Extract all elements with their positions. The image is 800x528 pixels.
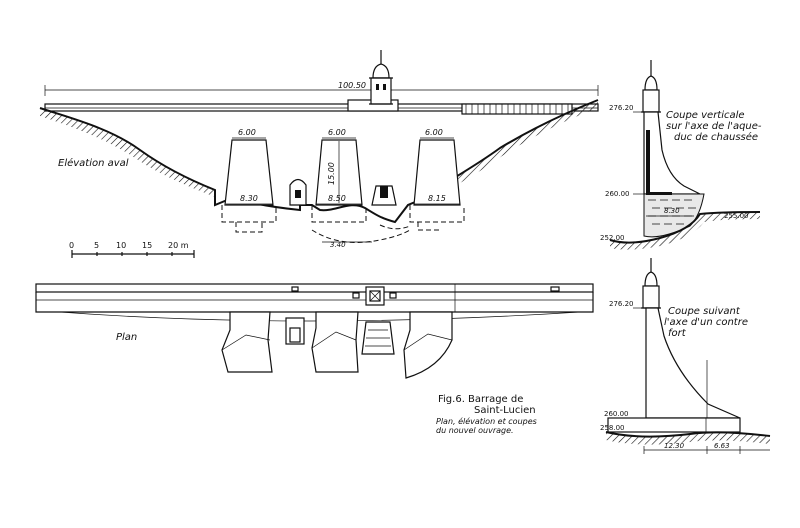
section-top-level-top: 276.20	[609, 104, 634, 112]
scale-bar: 0 5 10 15 20 m	[69, 241, 195, 258]
elevation-title: Elévation aval	[58, 157, 129, 169]
plan-title: Plan	[116, 332, 137, 343]
caption-line-4: du nouvel ouvrage.	[436, 426, 514, 435]
buttress-top-widths: 6.00 6.00 6.00	[232, 128, 454, 139]
buttress-3	[413, 139, 461, 206]
figure-caption: Fig.6. Barrage de Saint-Lucien Plan, élé…	[436, 394, 537, 435]
buttresses	[224, 139, 461, 206]
dam-crest	[44, 99, 599, 115]
plan-view: Plan	[35, 283, 594, 379]
caption-line-2: Saint-Lucien	[474, 405, 536, 416]
section-top-title-3: duc de chaussée	[674, 131, 758, 143]
section-bottom-title-2: l'axe d'un contre	[664, 317, 748, 328]
caption-line-1: Fig.6. Barrage de	[438, 394, 523, 405]
section-vertical-aqueduct: 276.20 260.00 252.00 255.00 8.30 Coupe v…	[600, 60, 762, 250]
buttress-1-top-width: 6.00	[238, 128, 256, 137]
section-bottom-level-base: 258.00	[600, 424, 625, 432]
ground-profile	[39, 99, 599, 224]
section-top-width: 8.30	[664, 207, 680, 215]
foundations: 3.40	[221, 205, 465, 249]
section-bottom-title-1: Coupe suivant	[668, 306, 741, 317]
section-top-level-mid: 260.00	[605, 190, 630, 198]
buttress-height-label: 15.00	[327, 162, 336, 185]
scale-tick-15: 15	[142, 241, 152, 250]
scale-tick-0: 0	[69, 241, 74, 250]
plan-buttresses	[221, 311, 453, 379]
overall-length-dimension: 100.50	[44, 81, 599, 96]
buttress-3-top-width: 6.00	[425, 128, 443, 137]
section-bottom-title-3: fort	[668, 328, 687, 339]
section-top-level-right: 255.00	[724, 212, 749, 220]
buttress-2-top-width: 6.00	[328, 128, 346, 137]
buttress-1-base-width: 8.30	[240, 194, 258, 203]
buttress-height-dimension: 15.00	[327, 141, 340, 203]
section-bottom-level-top: 276.20	[609, 300, 634, 308]
section-top-title-2: sur l'axe de l'aque-	[666, 121, 762, 132]
overall-length-label: 100.50	[338, 81, 366, 90]
section-bottom-level-mid: 260.00	[604, 410, 629, 418]
scale-tick-5: 5	[94, 241, 99, 250]
section-top-title-1: Coupe verticale	[666, 110, 745, 121]
buttress-2-base-width: 8.50	[328, 194, 346, 203]
scale-tick-10: 10	[116, 241, 126, 250]
valve-tower	[369, 50, 393, 105]
caption-line-3: Plan, élévation et coupes	[436, 416, 537, 426]
outlet-structures	[289, 178, 397, 206]
section-top-level-base: 252.00	[600, 234, 625, 242]
section-bottom-width-left: 12.30	[664, 442, 685, 450]
section-bottom-width-right: 6.63	[714, 442, 730, 450]
section-buttress-axis: 276.20 260.00 258.00 12.30 6.63 Coupe su…	[600, 258, 771, 454]
buttress-3-base-width: 8.15	[428, 194, 446, 203]
scale-tick-20: 20 m	[168, 241, 189, 250]
buttress-base-widths: 8.30 8.50 8.15	[226, 194, 460, 205]
buttress-1	[224, 139, 274, 206]
arch-span-label: 3.40	[330, 241, 346, 249]
elevation-view: 100.50 6.00 6.00	[39, 50, 599, 249]
